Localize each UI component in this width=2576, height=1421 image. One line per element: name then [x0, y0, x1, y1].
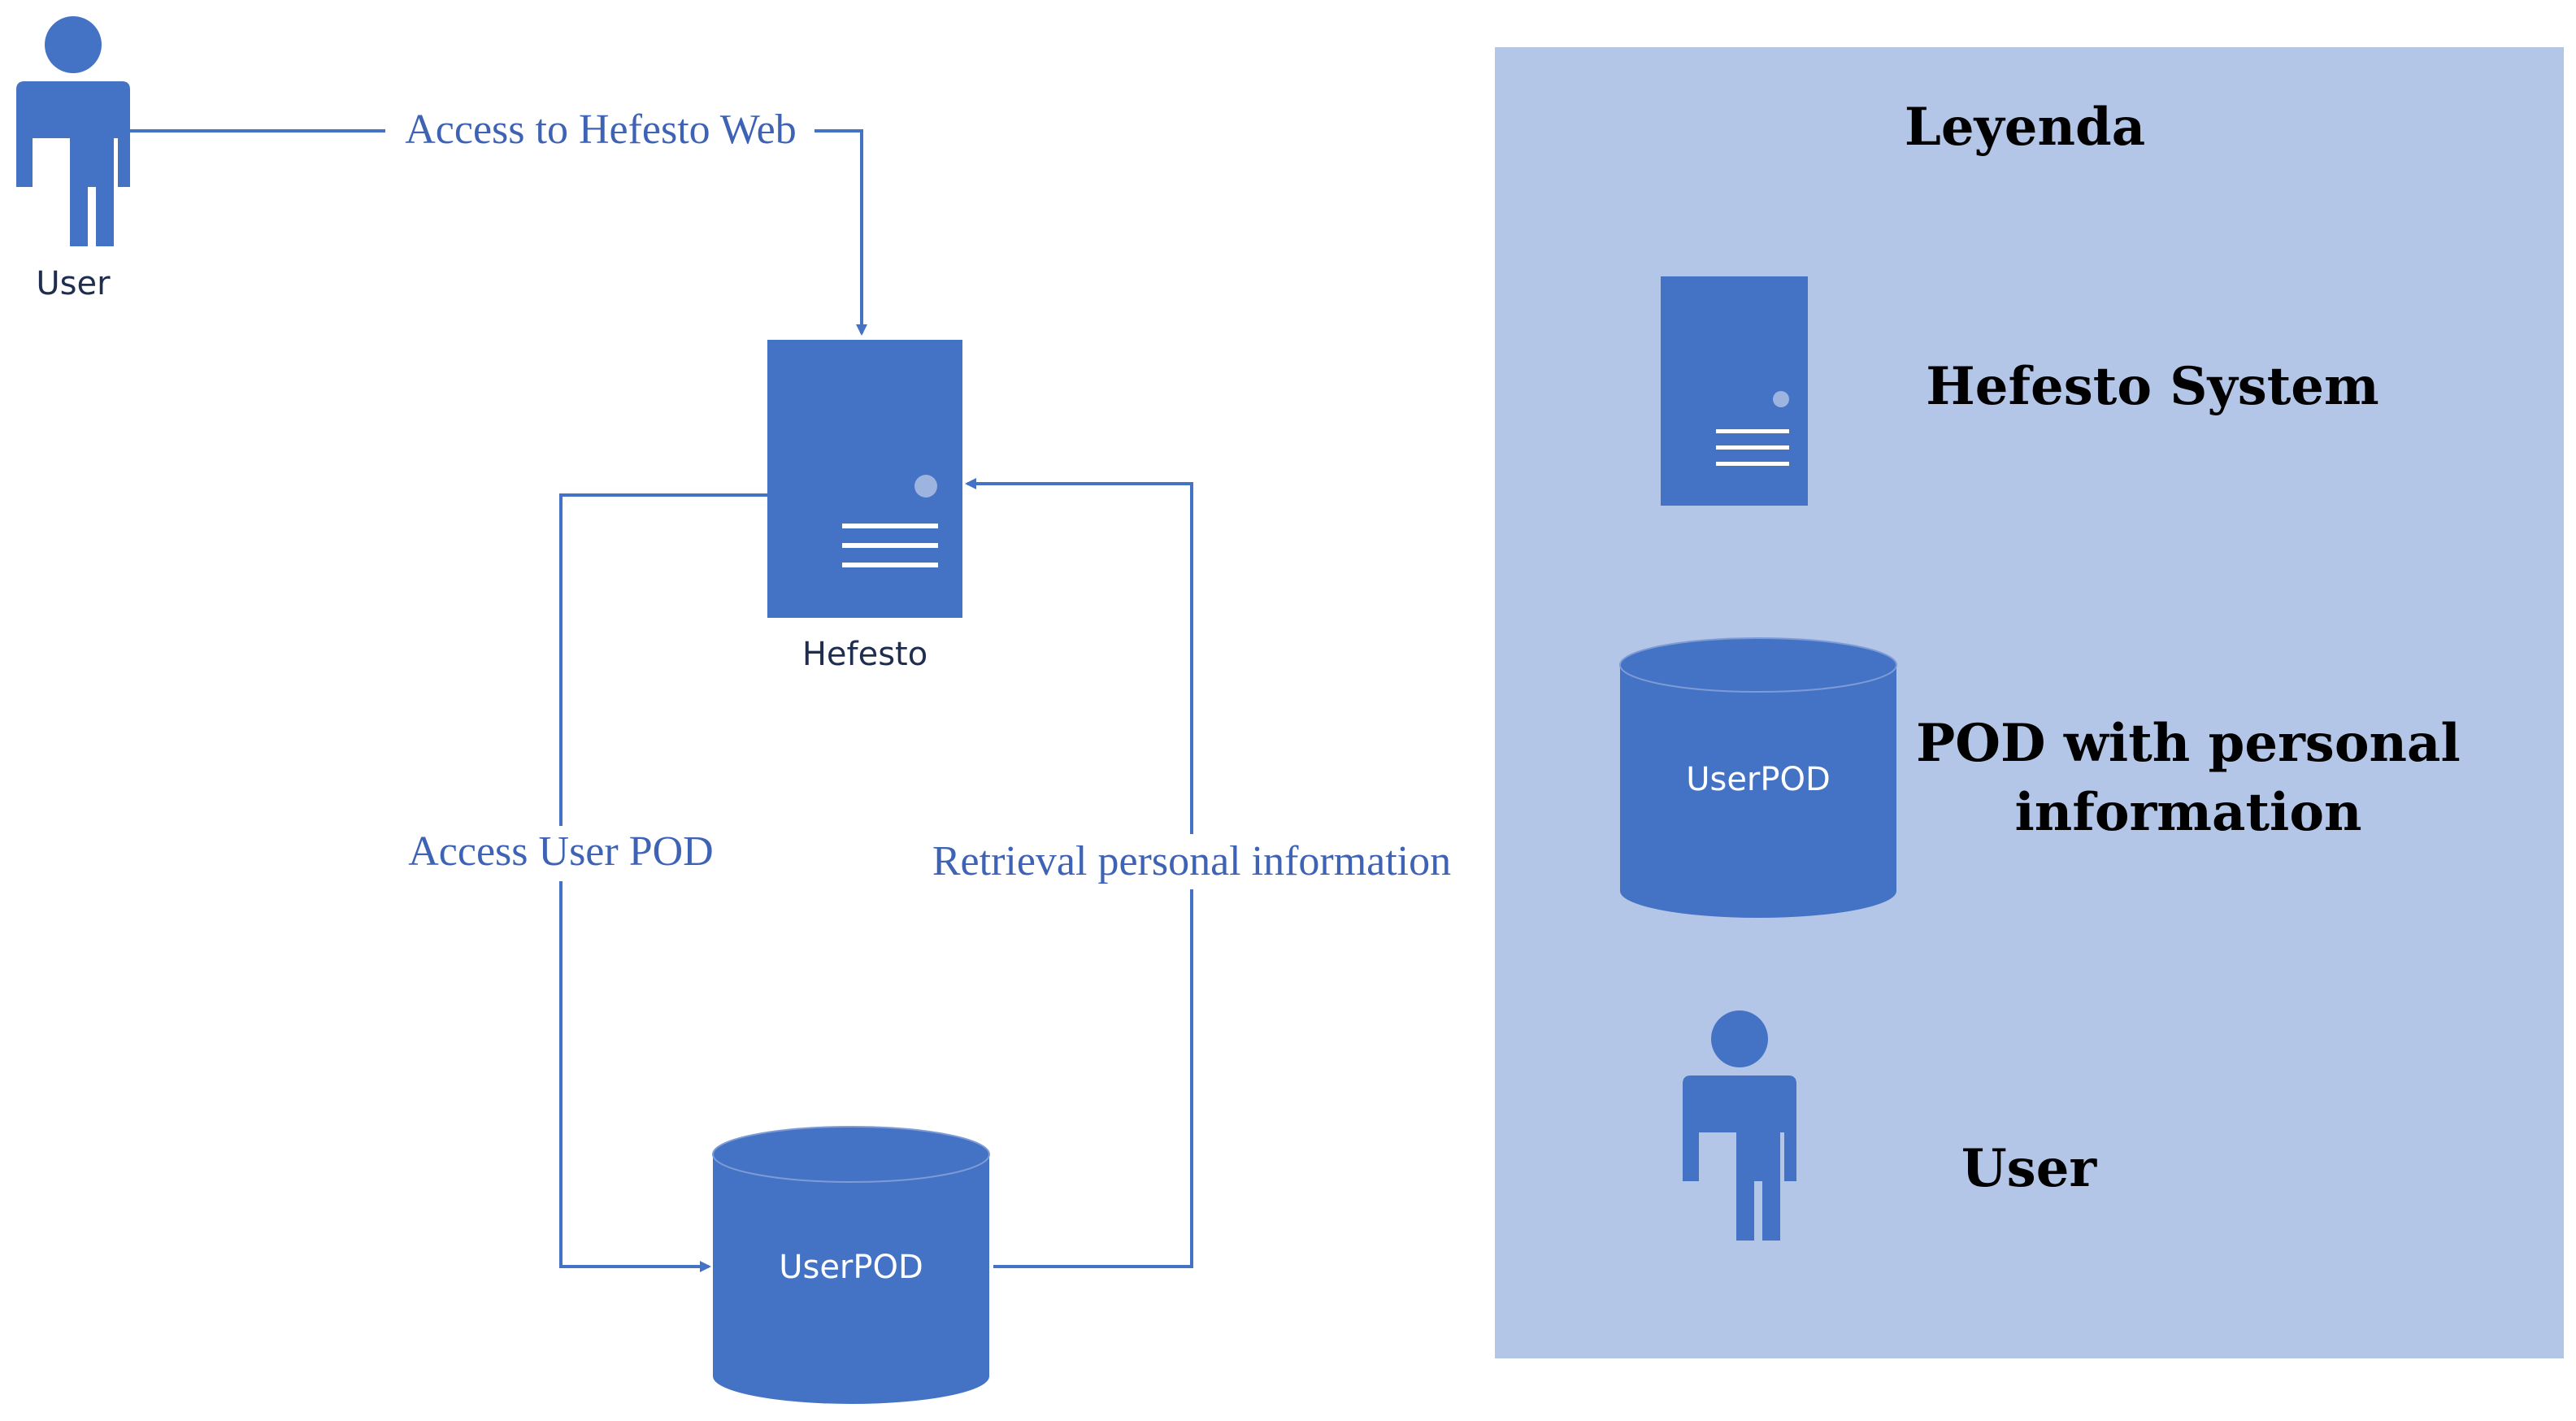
server-icon — [1661, 276, 1808, 506]
person-icon — [1683, 1010, 1796, 1241]
user-label: User — [36, 265, 111, 302]
legend-cylinder-label: UserPOD — [1686, 761, 1831, 798]
edge-label-access-web: Access to Hefesto Web — [405, 106, 796, 153]
person-icon — [16, 16, 130, 246]
userpod-label: UserPOD — [779, 1249, 923, 1286]
legend-item-pod-line-1: POD with personal — [1916, 713, 2461, 774]
edge-access-web — [130, 129, 867, 336]
userpod-node: UserPOD — [712, 1126, 990, 1404]
edge-label-retrieval: Retrieval personal information — [932, 838, 1451, 884]
legend-item-user: User — [1961, 1138, 2098, 1199]
legend-panel: Leyenda Hefesto System UserPOD POD with … — [1495, 47, 2564, 1358]
connectors — [130, 129, 1193, 1272]
database-cylinder-icon — [712, 1126, 990, 1404]
user-node: User — [16, 16, 130, 302]
database-cylinder-icon: UserPOD — [1619, 637, 1897, 918]
edge-label-access-pod: Access User POD — [408, 828, 713, 875]
legend-item-pod-line-2: information — [2014, 782, 2361, 843]
hefesto-node: Hefesto — [767, 340, 962, 673]
server-icon — [767, 340, 962, 618]
legend-item-hefesto-system: Hefesto System — [1926, 356, 2378, 417]
legend-title: Leyenda — [1905, 97, 2145, 158]
hefesto-label: Hefesto — [802, 636, 927, 673]
